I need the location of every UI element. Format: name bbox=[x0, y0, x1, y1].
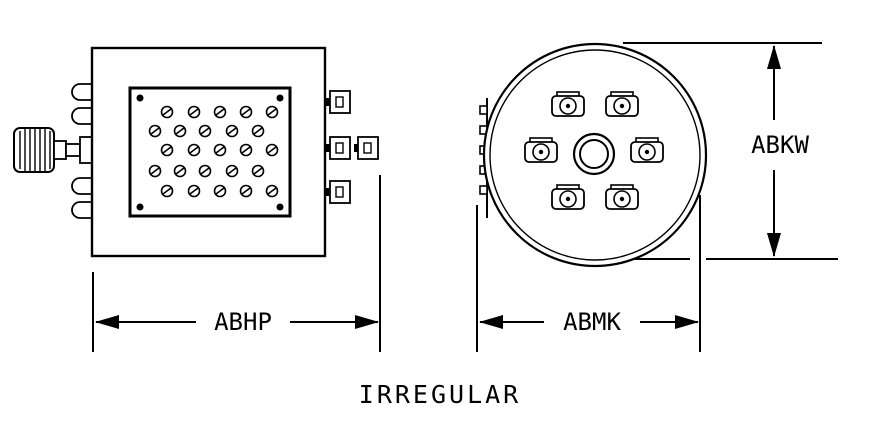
front-view bbox=[13, 46, 379, 258]
side-disc-inner bbox=[489, 49, 701, 261]
front-plate bbox=[128, 86, 292, 218]
dimension-label-abmk: ABMK bbox=[563, 308, 621, 336]
dimension-abkw: ABKW bbox=[623, 42, 838, 260]
dimension-label-abkw: ABKW bbox=[751, 131, 809, 159]
side-view bbox=[479, 42, 708, 268]
front-terminals bbox=[325, 90, 379, 204]
front-side-bumps bbox=[71, 83, 92, 219]
center-hub bbox=[572, 132, 616, 176]
knob bbox=[13, 127, 93, 173]
plate-corner-screws bbox=[136, 94, 284, 211]
dimension-abhp: ABHP bbox=[92, 175, 381, 352]
drawing-caption: IRREGULAR bbox=[359, 380, 521, 409]
dimension-abmk: ABMK bbox=[476, 195, 701, 352]
dimension-label-abhp: ABHP bbox=[214, 308, 272, 336]
